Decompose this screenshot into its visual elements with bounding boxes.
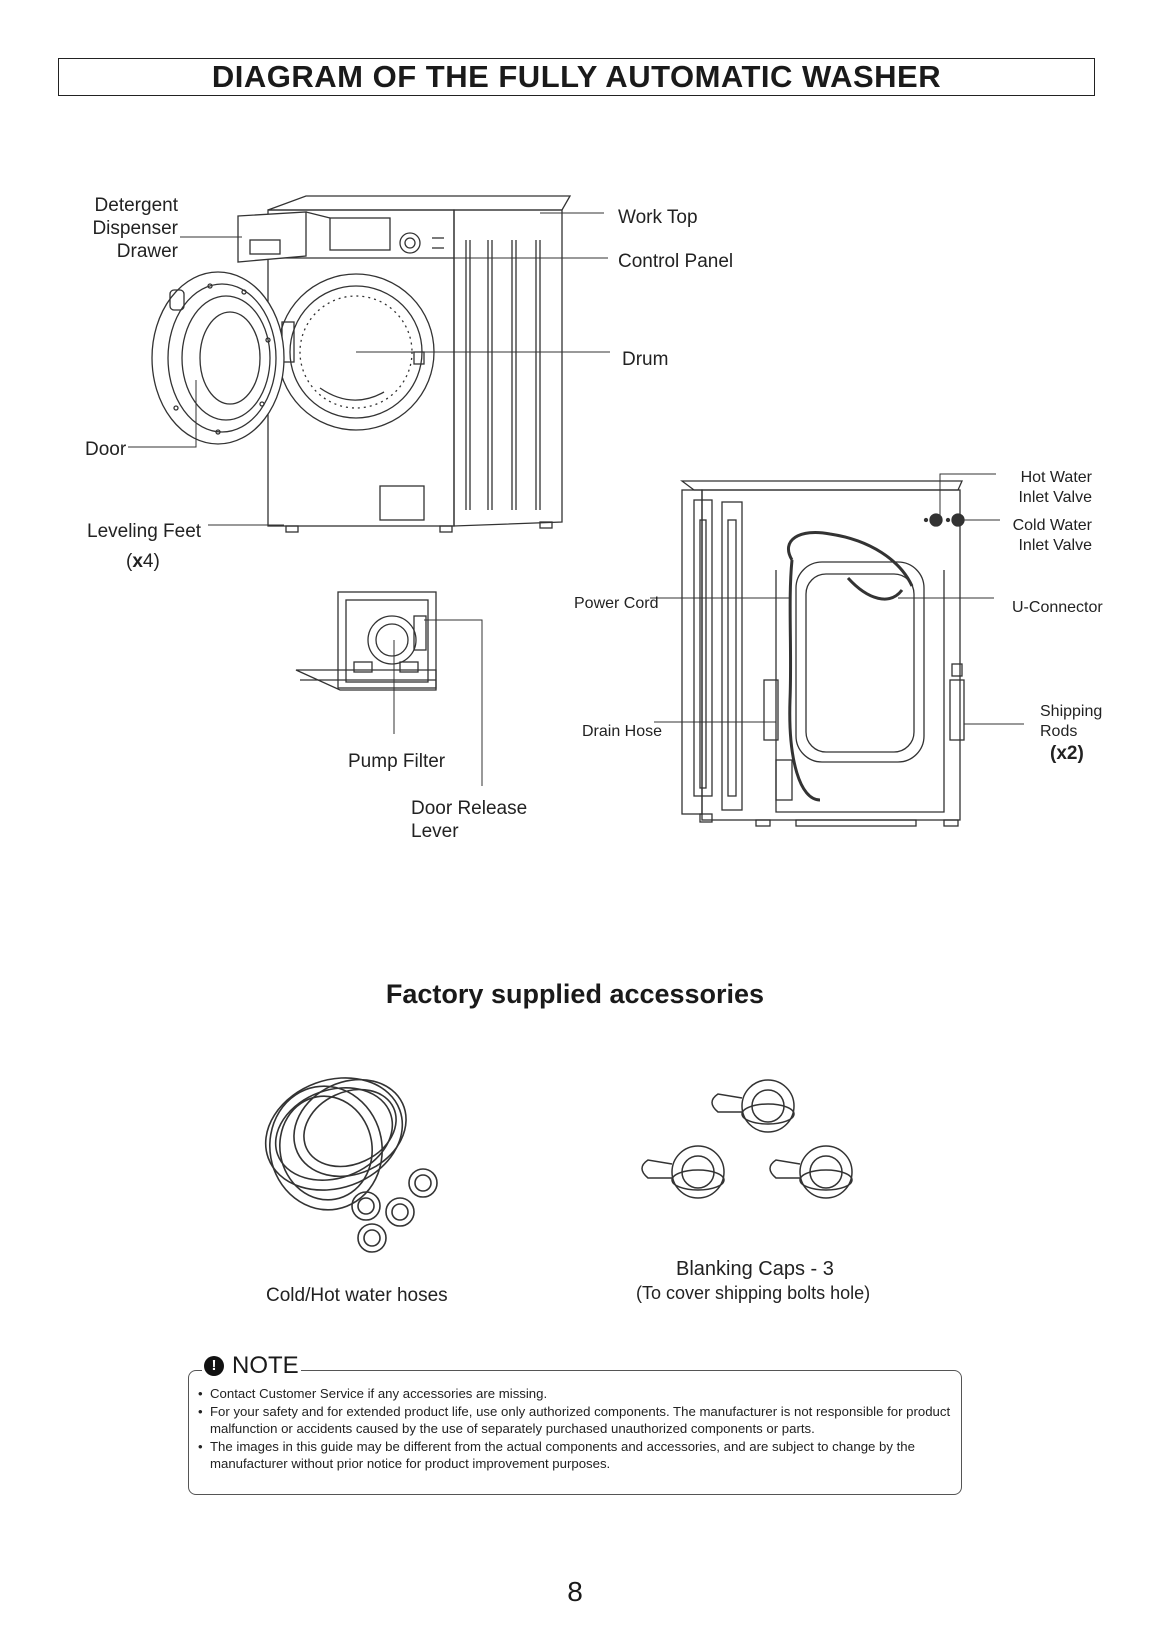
label-water-hoses: Cold/Hot water hoses <box>266 1285 448 1306</box>
note-list: Contact Customer Service if any accessor… <box>198 1385 958 1473</box>
leveling-count-x: x <box>132 551 143 572</box>
page-title-box: DIAGRAM OF THE FULLY AUTOMATIC WASHER <box>58 58 1095 96</box>
note-heading: NOTE <box>232 1352 299 1379</box>
label-door-release-lever: Door Release Lever <box>411 797 527 843</box>
label-shipping-count: (x2) <box>1050 743 1084 764</box>
label-detergent-line1: Detergent <box>94 195 178 216</box>
note-box <box>188 1370 962 1495</box>
label-u-connector: U-Connector <box>1012 599 1103 616</box>
water-hoses-drawing <box>264 1077 438 1253</box>
label-cold-water-inlet-valve: Cold Water Inlet Valve <box>990 516 1092 556</box>
label-detergent-line2: Dispenser <box>92 218 178 239</box>
exclamation-icon: ! <box>204 1356 224 1376</box>
label-power-cord: Power Cord <box>574 595 659 612</box>
leveling-paren-close: ) <box>153 551 160 572</box>
leveling-count-num: 4 <box>142 551 154 572</box>
blanking-caps-drawing <box>641 1079 853 1199</box>
label-hot-water-line2: Inlet Valve <box>1018 489 1092 506</box>
label-drain-hose: Drain Hose <box>582 723 663 740</box>
label-blanking-caps-sub: (To cover shipping bolts hole) <box>636 1283 871 1303</box>
label-hot-water-line1: Hot Water <box>1020 469 1092 486</box>
front-leader-lines <box>128 212 610 526</box>
label-cold-water-line1: Cold Water <box>1012 517 1092 534</box>
back-leader-lines <box>650 473 1024 725</box>
leveling-paren-open: ( <box>126 551 133 572</box>
page-title: DIAGRAM OF THE FULLY AUTOMATIC WASHER <box>211 59 942 94</box>
front-washer-drawing <box>151 195 572 533</box>
note-header: ! NOTE <box>202 1352 301 1380</box>
label-door: Door <box>85 439 127 460</box>
note-item: For your safety and for extended product… <box>198 1403 958 1438</box>
label-door-release-line2: Lever <box>411 821 459 842</box>
label-shipping-rods: Shipping Rods <box>1040 702 1102 742</box>
label-shipping-line1: Shipping <box>1040 703 1103 720</box>
label-door-release-line1: Door Release <box>411 798 528 819</box>
label-cold-water-line2: Inlet Valve <box>1018 537 1092 554</box>
label-detergent-line3: Drawer <box>116 241 178 262</box>
accessories-heading: Factory supplied accessories <box>385 979 765 1009</box>
pump-filter-closeup <box>295 591 437 691</box>
pump-leader-lines <box>393 619 483 786</box>
note-item: The images in this guide may be differen… <box>198 1438 958 1473</box>
label-hot-water-inlet-valve: Hot Water Inlet Valve <box>990 468 1092 508</box>
label-detergent-dispenser-drawer: Detergent Dispenser Drawer <box>80 194 178 263</box>
label-control-panel: Control Panel <box>618 251 734 272</box>
page-number: 8 <box>567 1576 583 1607</box>
label-leveling-feet: Leveling Feet <box>87 521 202 542</box>
label-blanking-caps: Blanking Caps - 3 <box>676 1258 834 1280</box>
label-drum: Drum <box>622 349 669 370</box>
label-shipping-line2: Rods <box>1040 723 1078 740</box>
label-leveling-count: (x4) <box>126 550 160 573</box>
back-washer-drawing <box>680 480 965 827</box>
label-work-top: Work Top <box>618 207 698 228</box>
label-pump-filter: Pump Filter <box>348 751 446 772</box>
note-item: Contact Customer Service if any accessor… <box>198 1385 958 1403</box>
